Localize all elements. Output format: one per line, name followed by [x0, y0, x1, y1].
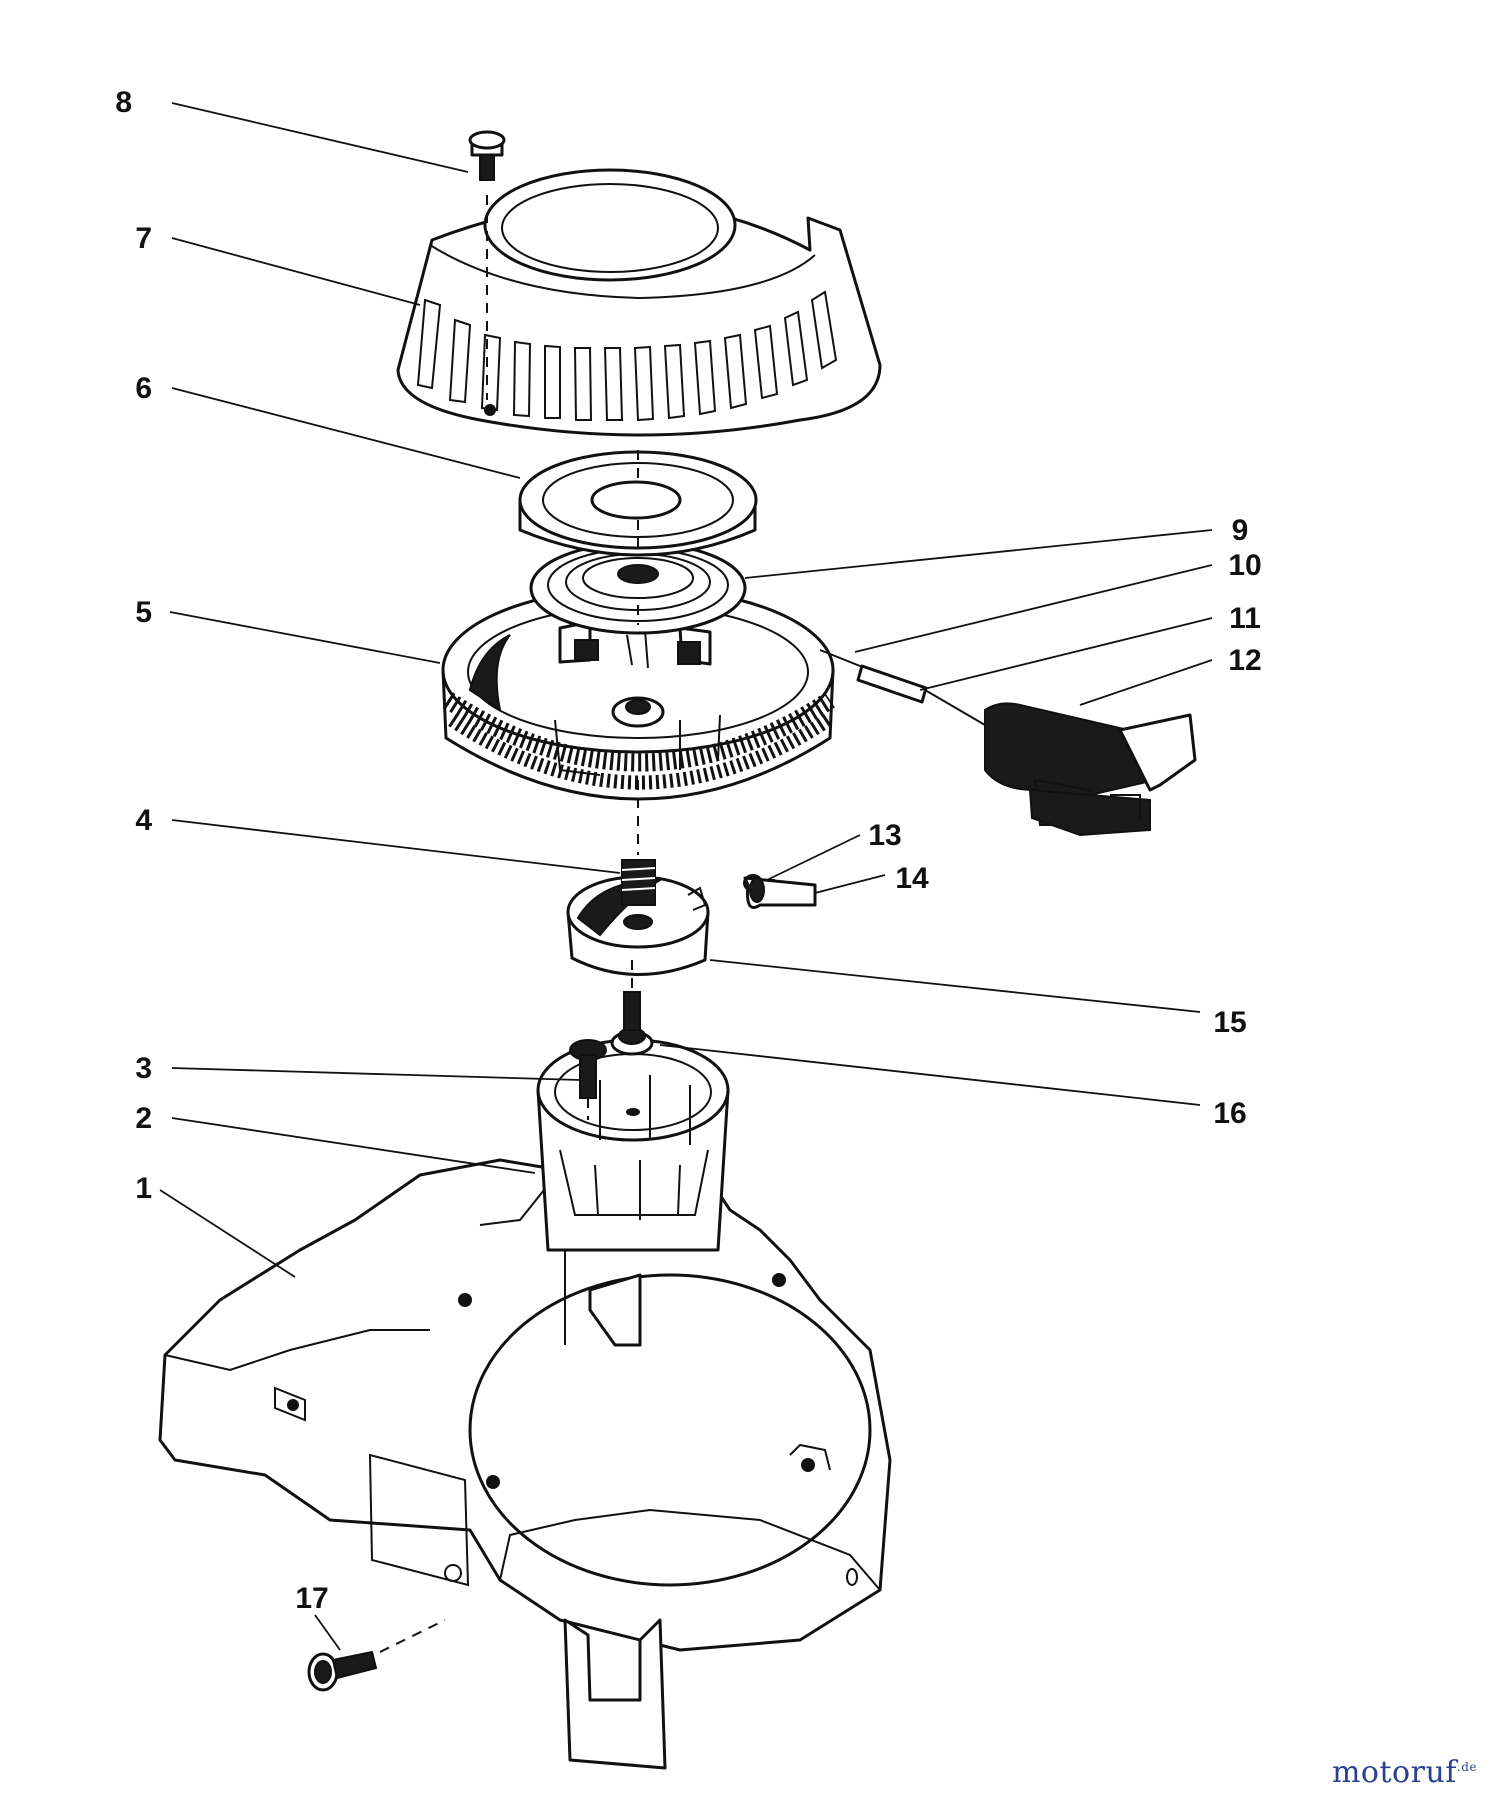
blower-housing — [158, 1158, 892, 1770]
watermark-suffix: .de — [1456, 1760, 1477, 1774]
callout-14: 14 — [895, 862, 929, 895]
callout-9: 9 — [1232, 514, 1249, 547]
pulley-5 — [441, 586, 835, 801]
leader-lines — [159, 102, 1213, 1651]
watermark-text: motoruf — [1331, 1755, 1457, 1790]
callout-12: 12 — [1228, 644, 1261, 677]
screw-3 — [569, 1039, 607, 1099]
callout-10: 10 — [1228, 549, 1261, 582]
callout-labels: 8 7 6 5 4 3 2 1 9 10 11 12 13 14 15 16 1… — [115, 86, 1261, 1615]
callout-4: 4 — [135, 804, 152, 837]
watermark-logo: motoruf.de — [1332, 1755, 1477, 1790]
starter-handle-12 — [984, 702, 1197, 837]
callout-17: 17 — [295, 1582, 328, 1615]
screw-16 — [610, 991, 654, 1056]
callout-2: 2 — [135, 1102, 152, 1135]
screw-17 — [307, 1650, 378, 1692]
callout-7: 7 — [135, 222, 152, 255]
callout-3: 3 — [135, 1052, 152, 1085]
spring-4 — [621, 859, 656, 906]
callout-8: 8 — [115, 86, 132, 119]
callout-6: 6 — [135, 372, 152, 405]
starter-housing-7 — [396, 168, 882, 437]
bolt-8 — [468, 130, 506, 181]
callout-15: 15 — [1213, 1006, 1246, 1039]
callout-11: 11 — [1229, 602, 1261, 635]
rope-grommet-11 — [856, 664, 928, 704]
starter-cup — [536, 1038, 730, 1252]
callout-5: 5 — [135, 596, 152, 629]
alignment-lines — [379, 195, 639, 1653]
callout-16: 16 — [1213, 1097, 1246, 1130]
callout-1: 1 — [135, 1172, 152, 1205]
pawl-14 — [743, 876, 817, 909]
housing-slots — [416, 290, 838, 422]
callout-13: 13 — [868, 819, 901, 852]
